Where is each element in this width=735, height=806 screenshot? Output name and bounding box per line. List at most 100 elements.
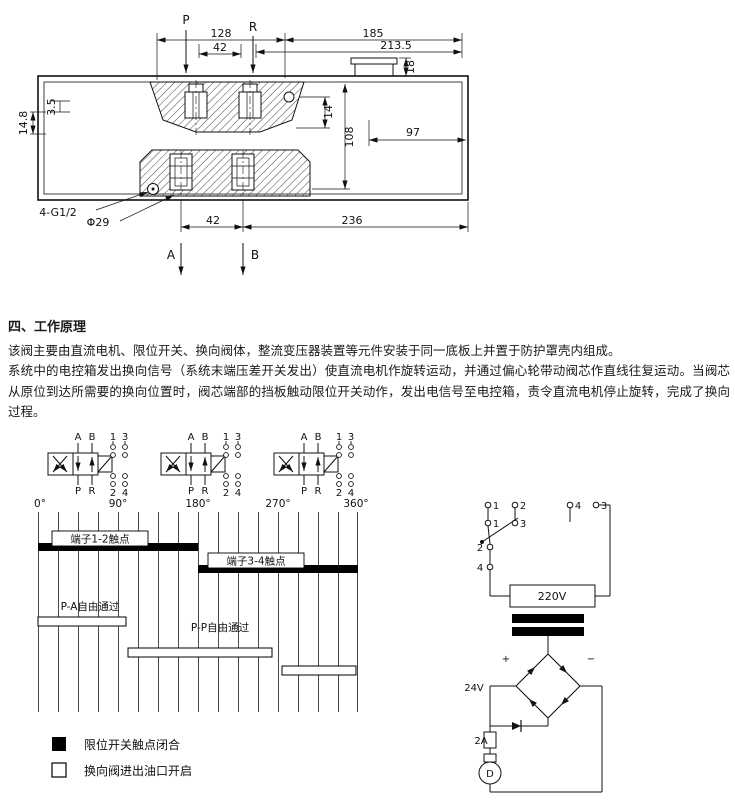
freewheel-diode-icon: [512, 720, 522, 732]
bar-pa-open: [37, 616, 127, 627]
angle-tick-270: 270°: [265, 498, 290, 510]
working-principle-section: 四、工作原理 该阀主要由直流电机、限位开关、换向阀体，整流变压器装置等元件安装于…: [8, 316, 730, 422]
lower-cutaway-hatch: [139, 149, 311, 197]
valve-port-b: B: [315, 432, 322, 443]
transformer-winding-bar-2: [512, 627, 584, 636]
dim-42-top-label: 42: [213, 41, 227, 54]
port-a-label: A: [167, 248, 176, 262]
terminal-1-label: 1: [493, 501, 499, 512]
terminal-3-label: 3: [601, 501, 607, 512]
limit-switch-contacts: [110, 441, 128, 487]
principle-paragraph-2: 系统中的电控箱发出换向信号（系统末端压差开关发出）使直流电机作旋转运动，并通过偏…: [8, 363, 730, 419]
dim-236-label: 236: [342, 214, 363, 227]
valve-symbol-2: A B 1 3 P: [160, 432, 241, 499]
valve-port-a: A: [75, 432, 82, 443]
legend-label-open: 换向阀进出油口开启: [84, 763, 192, 778]
valve-port-a: A: [188, 432, 195, 443]
contact-4: 4: [348, 488, 354, 499]
terminal-left-4-label: 4: [477, 563, 483, 574]
contact-4: 4: [122, 488, 128, 499]
contact-4: 4: [235, 488, 241, 499]
angle-tick-360: 360°: [343, 498, 368, 510]
motor-label: D: [486, 769, 494, 780]
terminal-circles: [480, 501, 600, 571]
bar-pa-open-2: [281, 665, 357, 676]
valve-port-a: A: [301, 432, 308, 443]
top-port-hole: [283, 91, 295, 103]
dim-97-label: 97: [406, 126, 420, 139]
bore-note-label: Φ29: [87, 216, 110, 229]
port-r-label: R: [249, 20, 257, 34]
wiring: [481, 504, 611, 654]
bar-pa-label: P-A自由通过: [61, 600, 120, 613]
dim-42-bottom-label: 42: [206, 214, 220, 227]
secondary-voltage-label: 24V: [464, 683, 484, 694]
port-p-label: P: [182, 13, 189, 27]
port-b-label: B: [251, 248, 259, 262]
timing-diagram: A B 1 3 P: [34, 432, 369, 778]
valve-section-drawing: P R: [17, 13, 469, 275]
contact-1: 1: [223, 432, 229, 443]
upper-cutaway-hatch: [149, 81, 305, 133]
valve-port-b: B: [89, 432, 96, 443]
valve-port-b: B: [202, 432, 209, 443]
bridge-plus-label: +: [502, 654, 510, 665]
valve-port-r: R: [315, 486, 322, 497]
timing-bars: 端子1-2触点 端子3-4触点 P-A自由通过 P-P自由通过: [37, 530, 358, 676]
contact-3: 3: [348, 432, 354, 443]
dim-3-5-label: 3.5: [45, 98, 58, 116]
centerlines: [180, 80, 251, 196]
contact-1: 1: [110, 432, 116, 443]
dim-128-label: 128: [211, 27, 232, 40]
legend-swatch-filled: [52, 737, 66, 751]
terminal-left-2-label: 2: [477, 543, 483, 554]
angle-tick-90: 90°: [109, 498, 128, 510]
valve-port-p: P: [301, 486, 307, 497]
rectifier-bridge: [515, 653, 581, 719]
bar-contact-1-2-label: 端子1-2触点: [70, 533, 129, 546]
legend-label-closed: 限位开关触点闭合: [84, 737, 180, 752]
bar-contact-1-2: [38, 543, 198, 551]
transformer-primary: [509, 584, 596, 608]
bar-contact-3-4: [198, 565, 358, 573]
terminal-2-label: 2: [520, 501, 526, 512]
valve-symbol-1: A B 1 3 P: [47, 432, 128, 499]
bridge-diode-icons: [527, 665, 569, 707]
timing-legend: 限位开关触点闭合 换向阀进出油口开启: [51, 737, 192, 778]
thread-note-label: 4-G1/2: [39, 206, 77, 219]
bar-pp-open: [127, 647, 273, 658]
angle-tick-180: 180°: [185, 498, 210, 510]
valve-port-p: P: [188, 486, 194, 497]
contact-3: 3: [235, 432, 241, 443]
terminal-4-label: 4: [575, 501, 581, 512]
motor-branch: [478, 685, 603, 793]
valve-symbol-3: A B 1 3 P: [273, 432, 354, 499]
bridge-minus-label: −: [587, 654, 595, 665]
port-arrows-bottom: [178, 243, 246, 275]
transformer-primary-label: 220V: [538, 590, 567, 603]
section-title: 四、工作原理: [8, 320, 87, 335]
valve-port-r: R: [202, 486, 209, 497]
dim-14-label: 14: [322, 105, 335, 119]
bar-pp-label: P-P自由通过: [191, 621, 250, 634]
bar-contact-3-4-label: 端子3-4触点: [226, 555, 285, 568]
terminal-3b-label: 3: [520, 519, 526, 530]
dim-185-label: 185: [363, 27, 384, 40]
fuse-rating-label: 2A: [474, 736, 487, 747]
limit-switch-contacts: [223, 441, 241, 487]
angle-scale: 0° 90° 180° 270° 360°: [34, 498, 369, 510]
dimension-lines: [30, 33, 469, 232]
contact-1: 1: [336, 432, 342, 443]
contact-2: 2: [336, 488, 342, 499]
electrical-circuit-diagram: 1 2 4 3 1 3 2 4 220V: [464, 501, 611, 793]
contact-3: 3: [122, 432, 128, 443]
motor-brush-block: [483, 753, 497, 763]
dim-14-8-label: 14.8: [17, 111, 30, 136]
dim-213-5-label: 213.5: [380, 39, 412, 52]
valve-port-r: R: [89, 486, 96, 497]
legend-swatch-open: [51, 762, 67, 778]
contact-2: 2: [110, 488, 116, 499]
dim-18-label: 18: [404, 60, 417, 74]
valve-port-p: P: [75, 486, 81, 497]
